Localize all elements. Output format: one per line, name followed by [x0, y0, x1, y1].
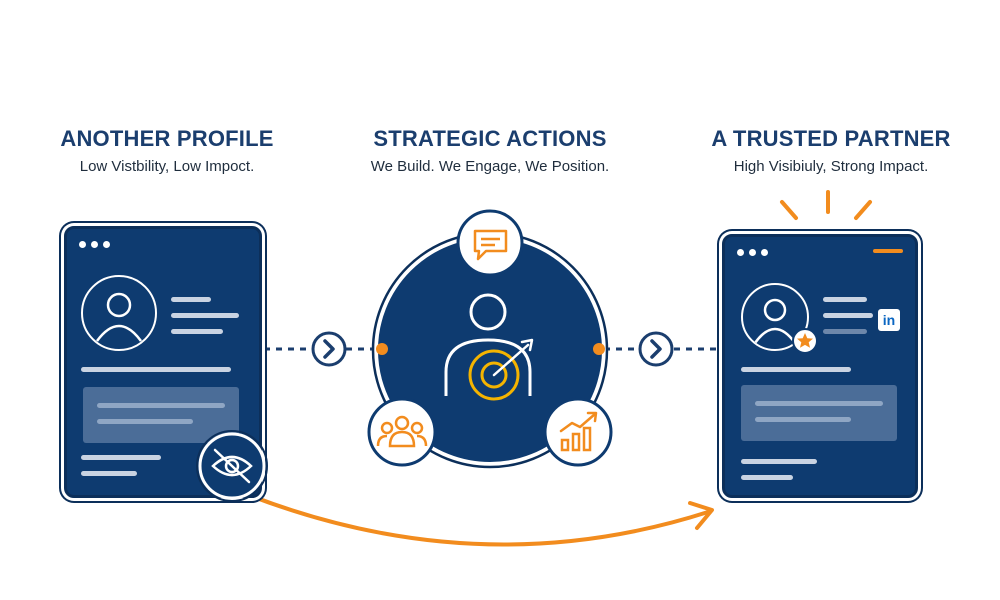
- linkedin-icon: in: [878, 309, 900, 331]
- profile-line: [741, 367, 851, 372]
- window-dots: [79, 241, 110, 248]
- highlight-bar: [873, 249, 903, 253]
- window-dots: [737, 249, 768, 256]
- profile-line: [823, 313, 873, 318]
- user-icon: [753, 298, 797, 344]
- profile-line: [171, 297, 211, 302]
- chat-bubble-icon: [456, 209, 524, 277]
- connector-dot: [593, 343, 605, 355]
- highlight-ray: [780, 200, 798, 220]
- chevron-right-icon: [638, 331, 674, 367]
- transformation-arrow: [244, 492, 710, 547]
- profile-line: [171, 329, 223, 334]
- profile-line: [741, 475, 793, 480]
- star-badge-icon: [792, 328, 818, 354]
- profile-line: [171, 313, 239, 318]
- chevron-right-icon: [311, 331, 347, 367]
- actions-column-title: STRATEGIC ACTIONS: [373, 126, 607, 151]
- connector-dot: [376, 343, 388, 355]
- content-panel: [741, 385, 897, 441]
- actions-column-subtitle: We Build. We Engage, We Position.: [370, 158, 610, 175]
- partner-column-title: A TRUSTED PARTNER: [711, 126, 951, 151]
- profile-line: [81, 455, 161, 460]
- profile-line: [81, 471, 137, 476]
- profile-column-subtitle: Low Vistbility, Low Impoct.: [79, 158, 255, 175]
- user-icon: [95, 292, 143, 342]
- avatar: [741, 283, 809, 351]
- group-icon: [367, 397, 437, 467]
- profile-line: [741, 459, 817, 464]
- growth-chart-icon: [543, 397, 613, 467]
- profile-line: [823, 329, 867, 334]
- highlight-ray: [854, 200, 872, 220]
- person-target-icon: [444, 293, 534, 401]
- trusted-partner-profile-card: in: [722, 234, 918, 498]
- profile-line: [823, 297, 867, 302]
- profile-column-title: ANOTHER PROFILE: [60, 126, 274, 151]
- transformation-arrow-head: [688, 501, 714, 530]
- profile-line: [81, 367, 231, 372]
- avatar: [81, 275, 157, 351]
- partner-column-subtitle: High Visibiuly, Strong Impact.: [733, 158, 929, 175]
